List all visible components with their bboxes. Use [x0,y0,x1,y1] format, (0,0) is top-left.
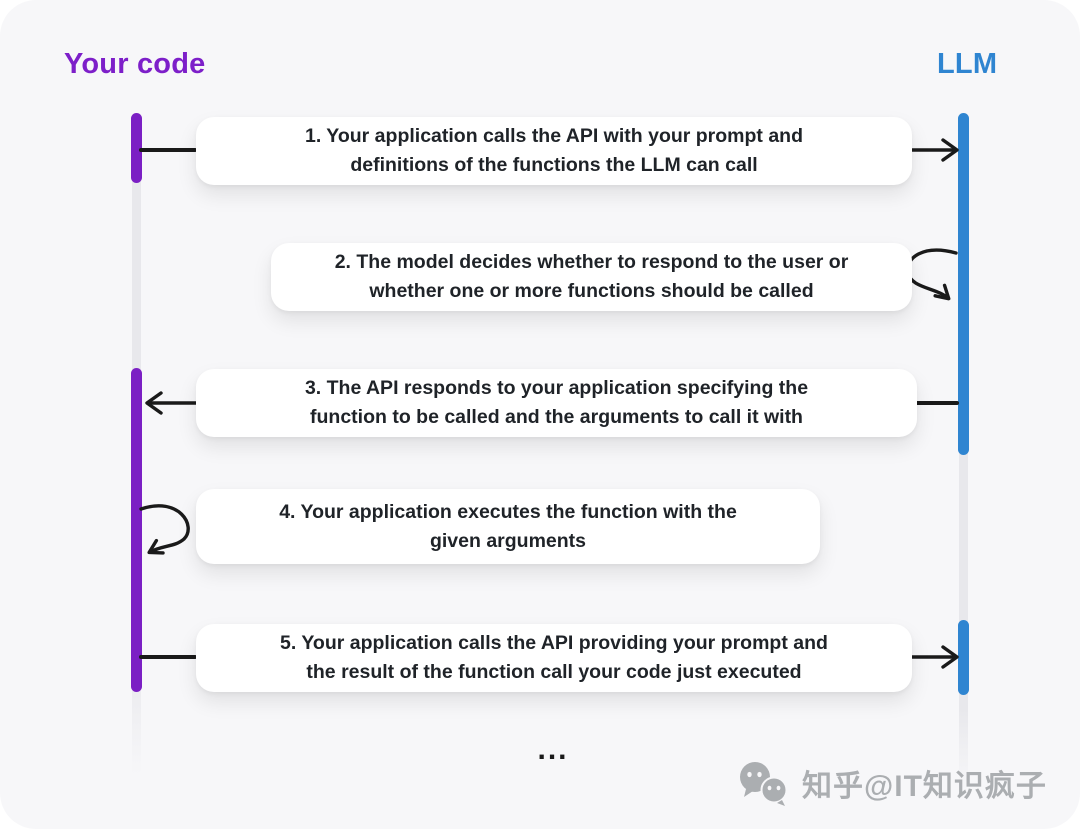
message-3-line-2: function to be called and the arguments … [310,406,803,428]
message-box-1: 1. Your application calls the API with y… [196,117,912,185]
message-3-line-from-llm [913,401,959,405]
message-1-line-2: definitions of the functions the LLM can… [350,154,758,176]
message-5-line-2: the result of the function call your cod… [306,661,802,683]
actor-llm-label: LLM [937,48,998,80]
message-box-3: 3. The API responds to your application … [196,369,917,437]
message-2-line-1: 2. The model decides whether to respond … [334,251,849,273]
message-3-arrow-to-your-code [145,391,200,415]
continuation-ellipsis: ... [537,733,569,766]
llm-active-segment-2 [958,620,969,695]
message-box-2: 2. The model decides whether to respond … [271,243,912,311]
actor-your-code-label: Your code [64,48,206,80]
message-1-line-1: 1. Your application calls the API with y… [304,125,804,147]
message-box-5: 5. Your application calls the API provid… [196,624,912,692]
watermark: 知乎@IT知识疯子 [738,760,1047,806]
your-code-active-segment-2 [131,368,142,692]
message-4-self-loop-arrow [139,504,190,555]
message-box-4: 4. Your application executes the functio… [196,489,820,564]
message-5-arrow-to-llm [906,645,959,669]
watermark-text: 知乎@IT知识疯子 [802,770,1047,803]
message-1-line-from-your-code [139,148,197,152]
message-4-line-2: given arguments [429,529,587,552]
message-4-line-1: 4. Your application executes the functio… [279,500,737,523]
message-5-line-1: 5. Your application calls the API provid… [280,632,828,654]
message-1-arrow-to-llm [906,138,959,162]
chat-bubbles-icon [740,762,788,806]
message-3-line-1: 3. The API responds to your application … [304,377,809,399]
message-5-line-from-your-code [139,655,197,659]
your-code-active-segment-1 [131,113,142,183]
message-2-line-2: whether one or more functions should be … [369,280,814,302]
llm-active-segment-1 [958,113,969,455]
